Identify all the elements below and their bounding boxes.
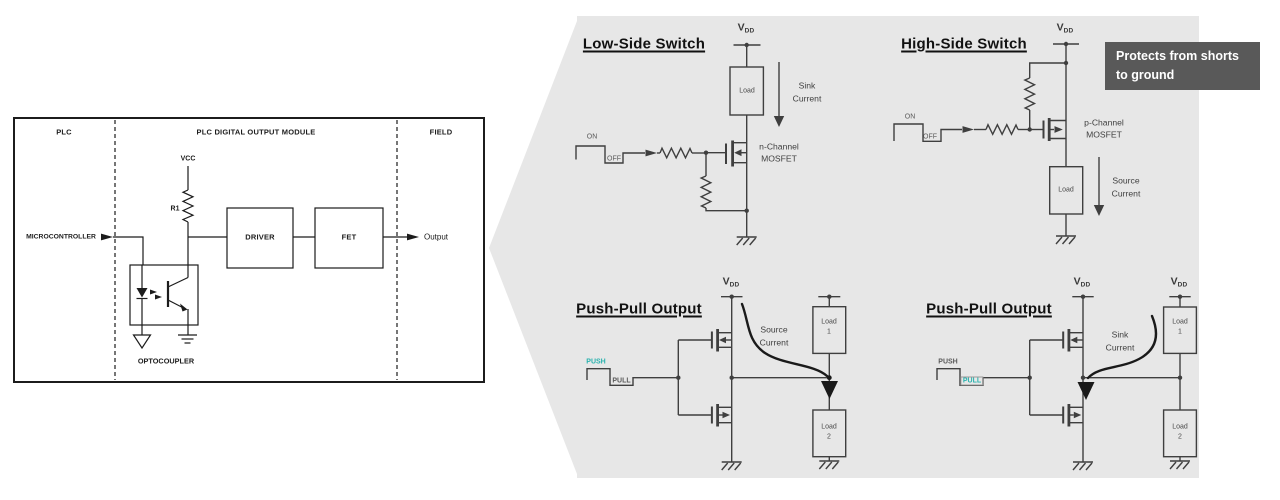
callout-line: Protects from shorts xyxy=(1116,49,1239,63)
optocoupler-icon xyxy=(129,264,199,335)
driver-label: DRIVER xyxy=(245,232,275,242)
p-mosfet-icon xyxy=(1029,329,1083,352)
load-label: Load xyxy=(1058,186,1074,194)
ground-icon xyxy=(818,460,840,470)
vdd-label: VDD xyxy=(737,21,755,35)
high-side-circuit xyxy=(893,41,1105,245)
p-mosfet-icon xyxy=(1029,118,1066,141)
ground-icon xyxy=(721,461,742,471)
detail-panel-background xyxy=(577,16,1199,478)
optocoupler-label: OPTOCOUPLER xyxy=(137,356,195,366)
photon-arrow-icon xyxy=(155,294,162,300)
push-pull-right-title: Push-Pull Output xyxy=(926,300,1052,318)
photon-arrow-icon xyxy=(150,289,157,295)
on-label: ON xyxy=(904,113,916,121)
ground-icon xyxy=(1072,461,1093,471)
current-flow-arrow-icon xyxy=(773,62,785,127)
output-label: Output xyxy=(423,232,449,242)
phototransistor-icon xyxy=(166,276,189,335)
plc-wires xyxy=(113,166,407,278)
n-mosfet-icon xyxy=(1029,404,1083,427)
on-label: ON xyxy=(586,133,598,141)
plc-column-header: PLC xyxy=(56,127,72,137)
low-side-circuit xyxy=(575,42,785,246)
push-pull-left-title: Push-Pull Output xyxy=(576,300,702,318)
pulldown-resistor-icon xyxy=(699,175,713,209)
earth-ground-icon xyxy=(178,334,197,344)
callout-line: to ground xyxy=(1116,68,1175,82)
gate-resistor-icon xyxy=(985,123,1019,136)
vcc-label: VCC xyxy=(180,155,196,163)
off-label: OFF xyxy=(923,133,937,140)
module-column-header: PLC DIGITAL OUTPUT MODULE xyxy=(196,127,316,137)
n-mosfet-icon xyxy=(678,404,732,427)
n-mosfet-icon xyxy=(706,140,747,167)
signal-arrow-icon xyxy=(962,126,974,133)
vdd-label: VDD xyxy=(1073,275,1091,289)
signal-ground-icon xyxy=(132,334,152,350)
microcontroller-arrow-icon xyxy=(101,233,113,241)
resistor-r1-icon xyxy=(181,189,195,223)
microcontroller-label: MICROCONTROLLER xyxy=(26,233,96,241)
push-label: PUSH xyxy=(586,358,606,365)
protects-callout: Protects from shorts to ground xyxy=(1105,42,1260,90)
pull-label: PULL xyxy=(960,376,984,386)
ground-icon xyxy=(1055,235,1076,245)
vdd-label: VDD xyxy=(722,275,740,289)
vdd-label: VDD xyxy=(1170,275,1188,289)
fet-label: FET xyxy=(341,232,357,242)
pulse-waveform-icon xyxy=(893,123,962,142)
pulse-waveform-icon xyxy=(586,368,679,386)
signal-arrow-icon xyxy=(645,149,657,157)
output-arrow-icon xyxy=(407,233,419,241)
pull-label: PULL xyxy=(612,377,631,385)
off-label: OFF xyxy=(607,155,621,162)
source-current-curve-arrow-icon xyxy=(740,302,838,399)
field-column-header: FIELD xyxy=(429,127,453,137)
led-icon xyxy=(136,265,162,335)
ground-icon xyxy=(736,236,757,246)
p-mosfet-icon xyxy=(678,329,732,352)
driver-box xyxy=(226,207,294,269)
low-side-title: Low-Side Switch xyxy=(582,35,706,53)
push-label: PUSH xyxy=(938,358,958,365)
ground-icon xyxy=(1169,460,1190,470)
zoom-callout-arrow-icon xyxy=(489,21,577,474)
sink-current-curve-arrow-icon xyxy=(1077,314,1158,400)
high-side-title: High-Side Switch xyxy=(901,35,1027,53)
plc-frame xyxy=(13,117,485,383)
gate-resistor-icon xyxy=(659,146,693,160)
push-pull-left-circuit xyxy=(586,294,847,471)
fet-box xyxy=(314,207,384,269)
r1-label: R1 xyxy=(170,205,180,213)
vdd-label: VDD xyxy=(1056,21,1074,35)
pullup-resistor-icon xyxy=(1023,77,1037,111)
current-flow-arrow-icon xyxy=(1093,157,1105,216)
pulse-waveform-icon xyxy=(575,145,645,164)
load-label: Load xyxy=(739,87,755,95)
